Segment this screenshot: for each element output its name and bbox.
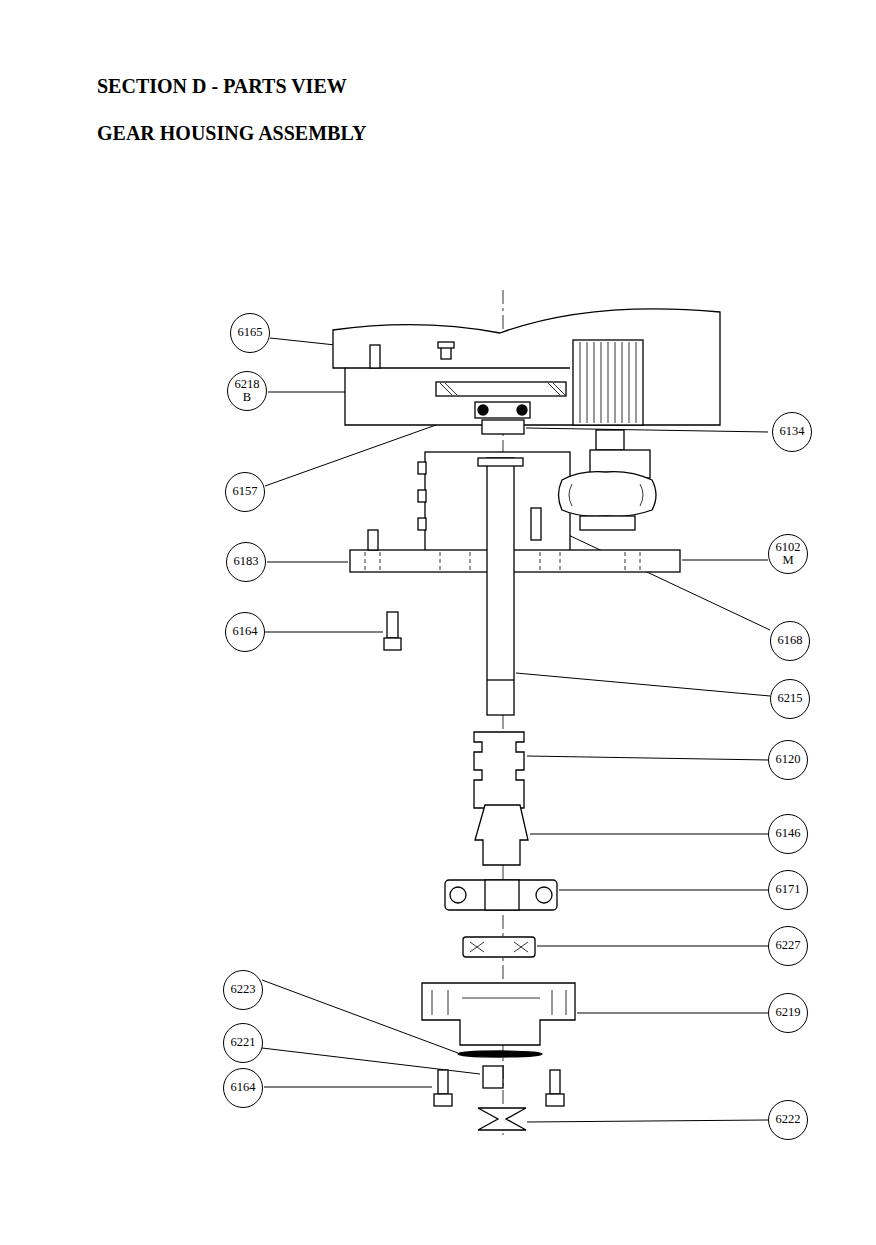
section-title: SECTION D - PARTS VIEW [97,75,347,98]
callout-number: 6219 [768,993,808,1033]
gear-block [350,430,680,715]
callout-number: 6146 [768,814,808,854]
callout-number: 6165 [230,313,270,353]
callout-number: 6164 [225,612,265,652]
lower-parts [422,732,575,1130]
callout-number: 6102 M [768,534,808,574]
callout-number: 6222 [768,1100,808,1140]
callout-number: 6215 [770,679,810,719]
section-subtitle: GEAR HOUSING ASSEMBLY [97,122,366,145]
callout-number: 6223 [223,970,263,1010]
callout-number: 6171 [768,870,808,910]
callout-number: 6134 [772,412,812,452]
callout-number: 6218 B [227,371,267,411]
callout-number: 6221 [223,1023,263,1063]
callout-number: 6157 [225,472,265,512]
upper-housing [333,309,720,434]
callout-number: 6164 [223,1068,263,1108]
callout-number: 6168 [770,621,810,661]
screw [384,612,401,650]
callout-number: 6227 [768,926,808,966]
callout-number: 6183 [226,542,266,582]
leader-lines [262,338,770,1122]
callout-number: 6120 [768,740,808,780]
